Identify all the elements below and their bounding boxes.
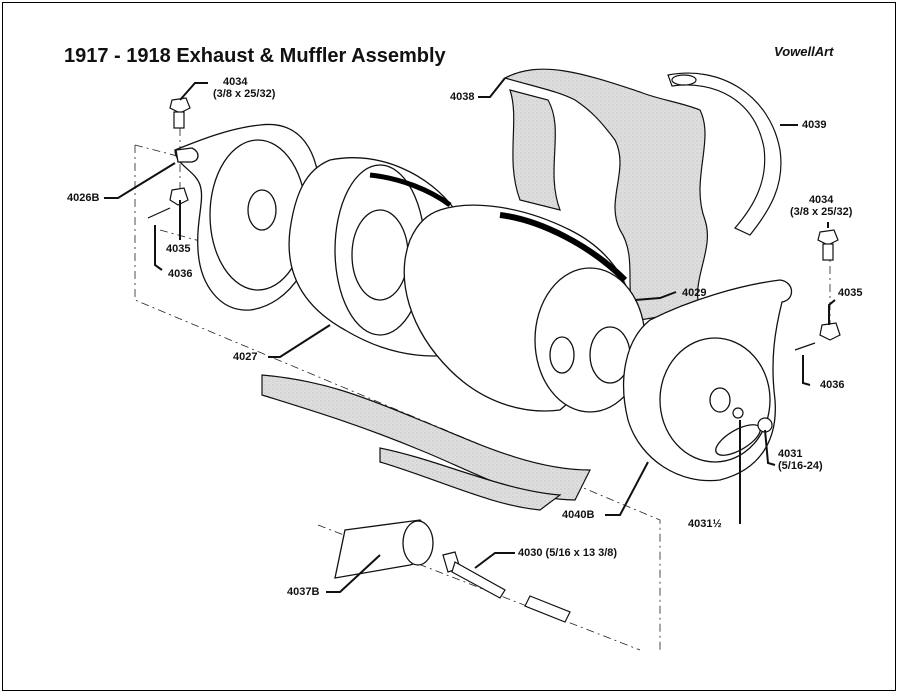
callout-4038: 4038 (450, 91, 475, 103)
callout-spec: (3/8 x 25/32) (213, 88, 276, 100)
callout-4035-right: 4035 (838, 287, 863, 299)
hardware (147, 97, 841, 433)
part-4039-heat-shield (667, 72, 782, 236)
callout-4031: 4031 (5/16-24) (778, 448, 823, 472)
callout-4026B: 4026B (67, 192, 100, 204)
callout-4040B: 4040B (562, 509, 595, 521)
part-4038-wrap-sheet (261, 68, 709, 511)
part-4026B-front-head (174, 123, 321, 311)
callout-4034-left: 4034 (3/8 x 25/32) (213, 76, 275, 100)
callout-4031-half: 4031½ (688, 518, 722, 530)
callout-4035-left: 4035 (166, 243, 191, 255)
callout-number: 4031 (778, 448, 803, 460)
callout-4039: 4039 (802, 119, 827, 131)
callout-4030: 4030 (5/16 x 13 3/8) (518, 547, 618, 559)
part-4037B-tail-pipe (334, 519, 434, 579)
callout-4034-right: 4034 (3/8 x 25/32) (790, 194, 852, 218)
callout-4037B: 4037B (287, 586, 320, 598)
callout-number: 4034 (223, 76, 248, 88)
callout-4029: 4029 (682, 287, 707, 299)
leader-lines (104, 77, 836, 593)
part-4030-through-bolt (442, 551, 571, 623)
callout-4027: 4027 (233, 351, 258, 363)
callout-4036-right: 4036 (820, 379, 845, 391)
part-4029-inner-shell (403, 204, 646, 413)
callout-spec: (3/8 x 25/32) (790, 206, 853, 218)
callout-spec: (5/16-24) (778, 460, 823, 472)
callout-4036-left: 4036 (168, 268, 193, 280)
part-4040B-rear-head (622, 279, 793, 482)
brand-watermark: VowellArt (774, 44, 834, 59)
diagram-title: 1917 - 1918 Exhaust & Muffler Assembly (64, 45, 446, 67)
callout-number: 4034 (808, 194, 834, 206)
